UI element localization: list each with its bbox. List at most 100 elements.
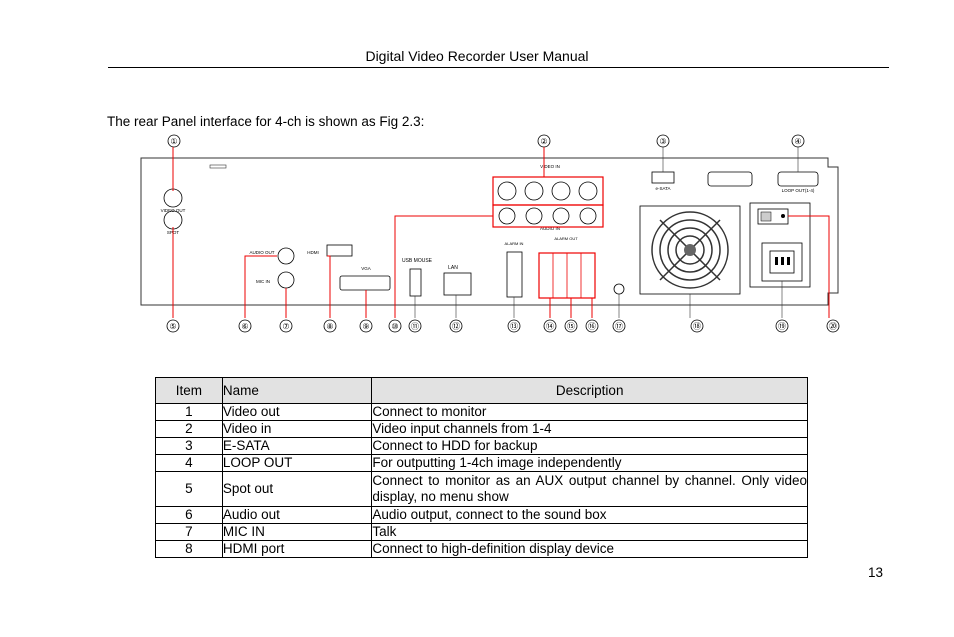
ground-icon <box>613 283 625 295</box>
callout-label-1: ① <box>170 137 177 146</box>
table-row: 8 HDMI port Connect to high-definition d… <box>155 540 808 558</box>
mic-in-label: MIC IN <box>256 279 270 284</box>
panel-slot <box>209 164 227 169</box>
alarm-out-label: ALARM OUT <box>554 236 578 241</box>
cell-description: Talk <box>371 523 808 541</box>
header-rule <box>108 67 889 68</box>
callout-label-15: ⑮ <box>567 322 575 331</box>
header-title: Digital Video Recorder User Manual <box>365 48 589 64</box>
spot-bnc <box>163 210 183 230</box>
lan-port <box>443 272 472 296</box>
page-number: 13 <box>868 565 884 580</box>
audio-out-jack <box>277 247 295 265</box>
cell-description: For outputting 1-4ch image independently <box>371 454 808 472</box>
callout-label-11: ⑪ <box>411 322 419 331</box>
esata-label: e-SATA <box>655 186 670 191</box>
callout-label-20: ⑳ <box>829 322 837 331</box>
audio-out-label: AUDIO OUT <box>249 250 274 255</box>
db9-port <box>707 171 753 187</box>
header-description: Description <box>371 377 808 404</box>
table-row: 2 Video in Video input channels from 1-4 <box>155 420 808 438</box>
cell-item: 7 <box>155 523 223 541</box>
table-row: 3 E-SATA Connect to HDD for backup <box>155 437 808 455</box>
video-in-label: VIDEO IN <box>540 164 560 169</box>
header-name: Name <box>221 377 373 404</box>
callout-label-3: ③ <box>659 137 666 146</box>
callout-label-19: ⑲ <box>778 322 786 331</box>
cell-name: LOOP OUT <box>221 454 373 472</box>
vga-label: VGA <box>361 266 371 271</box>
cell-name: E-SATA <box>221 437 373 455</box>
table-row: 1 Video out Connect to monitor <box>155 403 808 421</box>
callout-label-18: ⑱ <box>693 322 701 331</box>
cell-item: 5 <box>155 471 223 507</box>
hdmi-label: HDMI <box>307 250 319 255</box>
cell-item: 8 <box>155 540 223 558</box>
usb-port <box>409 268 422 297</box>
cell-description: Connect to monitor as an AUX output chan… <box>371 471 808 507</box>
header-item: Item <box>155 377 223 404</box>
audio-in-1 <box>498 207 516 225</box>
cell-name: Video out <box>221 403 373 421</box>
cell-description: Connect to HDD for backup <box>371 437 808 455</box>
loop-out-port <box>777 171 819 187</box>
alarm-in-terminal <box>506 251 523 298</box>
audio-in-label: AUDIO IN <box>540 226 560 231</box>
cell-description: Video input channels from 1-4 <box>371 420 808 438</box>
callout-label-13: ⑬ <box>510 322 518 331</box>
cell-name: HDMI port <box>221 540 373 558</box>
fan-hub <box>684 244 696 256</box>
callout-1 <box>167 134 181 148</box>
hdmi-port <box>326 244 353 257</box>
video-out-label: VIDEO OUT <box>161 208 186 213</box>
callout-label-7: ⑦ <box>282 322 289 331</box>
cell-item: 2 <box>155 420 223 438</box>
cell-item: 4 <box>155 454 223 472</box>
callout-label-5: ⑤ <box>169 322 176 331</box>
callout-label-4: ④ <box>794 137 801 146</box>
rear-panel-diagram: ① ② ③ ④ VIDEO OUT SPOT AUDIO OUT MIC IN … <box>140 134 840 333</box>
table-row: 7 MIC IN Talk <box>155 523 808 541</box>
callout-label-6: ⑥ <box>241 322 248 331</box>
callout-label-10: ⑩ <box>391 322 398 331</box>
loop-out-label: LOOP OUT(1-4) <box>782 188 815 193</box>
audio-in-4 <box>579 207 597 225</box>
table-row: 5 Spot out Connect to monitor as an AUX … <box>155 471 808 507</box>
callout-label-8: ⑧ <box>326 322 333 331</box>
alarm-in-label: ALARM IN <box>505 241 524 246</box>
callout-label-14: ⑭ <box>546 322 554 331</box>
cell-description: Connect to monitor <box>371 403 808 421</box>
mic-in-jack <box>277 271 295 289</box>
usb-mouse-label: USB MOUSE <box>402 258 433 264</box>
video-in-4 <box>578 181 598 201</box>
callout-label-16: ⑯ <box>588 322 596 331</box>
cell-name: Audio out <box>221 506 373 524</box>
cell-description: Audio output, connect to the sound box <box>371 506 808 524</box>
cell-name: Video in <box>221 420 373 438</box>
intro-text: The rear Panel interface for 4-ch is sho… <box>107 114 425 129</box>
callout-label-12: ⑫ <box>452 322 460 331</box>
audio-in-2 <box>525 207 543 225</box>
video-in-1 <box>497 181 517 201</box>
interface-table: Item Name Description 1 Video out Connec… <box>155 377 808 558</box>
audio-in-3 <box>552 207 570 225</box>
vga-port <box>339 275 391 291</box>
lan-label: LAN <box>448 265 458 271</box>
table-header-row: Item Name Description <box>155 377 808 404</box>
table-row: 6 Audio out Audio output, connect to the… <box>155 506 808 524</box>
callout-label-17: ⑰ <box>615 322 623 331</box>
cell-description: Connect to high-definition display devic… <box>371 540 808 558</box>
esata-port <box>651 171 675 184</box>
video-in-2 <box>524 181 544 201</box>
table-row: 4 LOOP OUT For outputting 1-4ch image in… <box>155 454 808 472</box>
callout-label-2: ② <box>540 137 547 146</box>
rear-panel-figure: ① ② ③ ④ VIDEO OUT SPOT AUDIO OUT MIC IN … <box>130 130 850 342</box>
cell-item: 6 <box>155 506 223 524</box>
cell-name: Spot out <box>221 471 373 507</box>
callout-label-9: ⑨ <box>362 322 369 331</box>
cell-item: 1 <box>155 403 223 421</box>
video-out-bnc <box>163 188 183 208</box>
cell-name: MIC IN <box>221 523 373 541</box>
video-in-3 <box>551 181 571 201</box>
cell-item: 3 <box>155 437 223 455</box>
